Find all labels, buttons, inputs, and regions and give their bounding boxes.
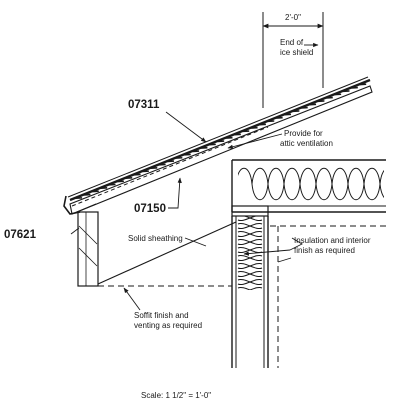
ice-shield-label-line1: End of: [280, 38, 304, 47]
rafter-underside: [97, 221, 237, 285]
leader-07621: [70, 227, 80, 235]
ceiling-insulation: [238, 167, 384, 201]
shingle-layer: [69, 78, 371, 202]
insulation-label-line1: Insulation and interior: [294, 236, 371, 245]
wall-insulation: [237, 216, 263, 290]
sheathing-label: Solid sheathing: [128, 234, 183, 243]
gutter-lip: [71, 203, 97, 215]
scale-label: Scale: 1 1/2" = 1'-0": [141, 391, 211, 400]
leader-ventilation: [227, 133, 283, 149]
leader-solid-sheathing: [184, 237, 207, 247]
roof-assembly: [63, 76, 373, 215]
insulation-label-line2: finish as required: [294, 246, 355, 255]
ceiling-framing: [231, 159, 386, 217]
interior-finish: [270, 225, 386, 368]
ice-shield-membrane: [71, 126, 269, 207]
ventilation-label-line2: attic ventilation: [280, 139, 333, 148]
fascia-board: [77, 211, 99, 287]
leader-soffit: [123, 287, 141, 311]
roof-sheathing: [69, 85, 373, 215]
code-07621: 07621: [4, 229, 37, 241]
ventilation-label-line1: Provide for: [284, 129, 323, 138]
soffit-label-line2: venting as required: [134, 321, 202, 330]
shingle-courses: [75, 83, 367, 200]
shingle-layer: [67, 76, 369, 198]
code-07150: 07150: [134, 203, 166, 215]
soffit-label-line1: Soffit finish and: [134, 311, 189, 320]
leaders: [70, 42, 319, 311]
leader-insulation: [289, 237, 303, 251]
dimension-ice-shield: [262, 12, 324, 108]
exterior-wall: [231, 216, 269, 368]
leader-07311: [165, 111, 207, 143]
ice-shield-label-line2: ice shield: [280, 48, 313, 57]
leader-07150: [168, 177, 182, 209]
dimension-label: 2'-0": [285, 13, 301, 22]
code-07311: 07311: [128, 99, 160, 111]
